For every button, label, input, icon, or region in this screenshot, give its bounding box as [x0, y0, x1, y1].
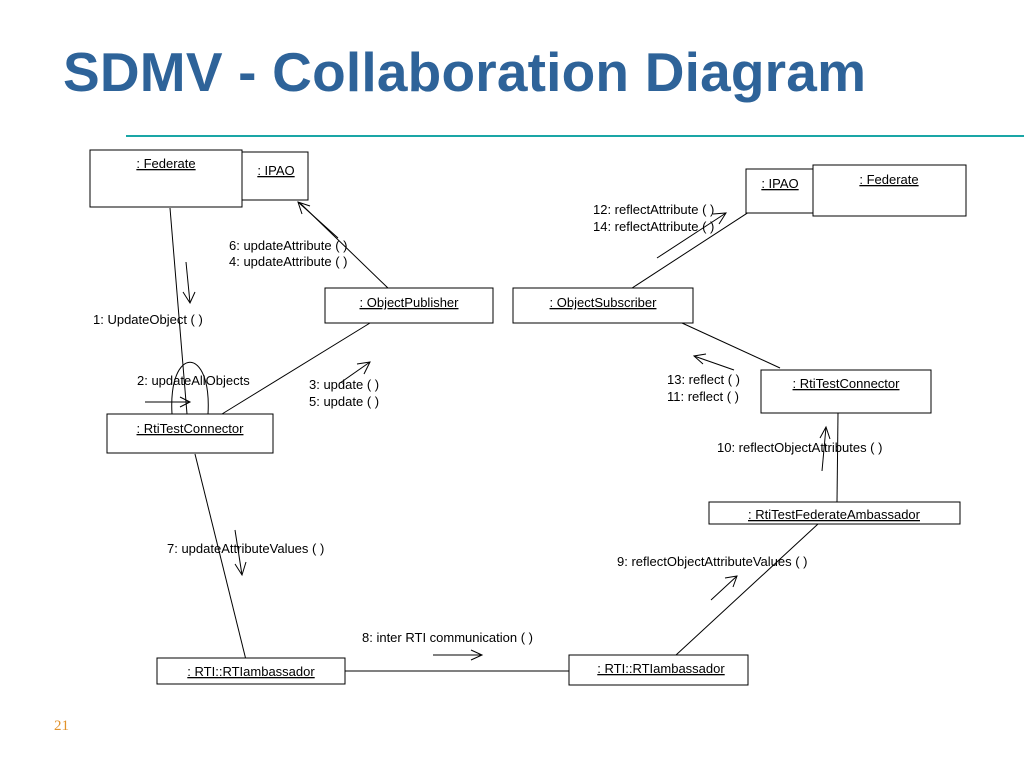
rti-ambassador-left-box	[156, 657, 346, 685]
message-7-label: 7: updateAttributeValues ( )	[167, 541, 324, 556]
object-publisher-box	[324, 287, 494, 324]
object-subscriber-label: : ObjectSubscriber	[550, 295, 658, 310]
link-fedamb-to-connector-right	[836, 412, 839, 503]
arrow-message-12	[656, 212, 727, 259]
message-5-label: 5: update ( )	[309, 394, 379, 409]
arrow-message-2	[145, 396, 192, 408]
link-connector-right-to-subscriber	[681, 322, 781, 369]
link-connector-to-rtiamb-left	[194, 453, 247, 661]
rti-ambassador-right-label: : RTI::RTIambassador	[597, 661, 725, 676]
federate-left-box	[89, 149, 243, 208]
self-link-loop	[171, 361, 209, 415]
ipao-right-label: : IPAO	[761, 176, 798, 191]
message-3-label: 3: update ( )	[309, 377, 379, 392]
object-publisher-label: : ObjectPublisher	[360, 295, 460, 310]
message-9-label: 9: reflectObjectAttributeValues ( )	[617, 554, 808, 569]
object-subscriber-box	[512, 287, 694, 324]
rti-test-federate-ambassador-box	[708, 501, 961, 525]
message-2-label: 2: updateAllObjects	[137, 373, 250, 388]
link-connector-to-publisher	[221, 322, 371, 415]
arrow-message-6	[297, 201, 339, 239]
message-14-label: 14: reflectAttribute ( )	[593, 219, 714, 234]
message-4-label: 4: updateAttribute ( )	[229, 254, 348, 269]
link-federate-to-connector	[169, 207, 188, 415]
rti-test-connector-right-box	[760, 369, 932, 414]
arrow-message-7	[234, 529, 247, 577]
message-12-label: 12: reflectAttribute ( )	[593, 202, 714, 217]
rti-ambassador-left-label: : RTI::RTIambassador	[187, 664, 315, 679]
ipao-left-box	[241, 151, 309, 201]
arrow-message-1	[182, 261, 196, 305]
federate-left-label: : Federate	[136, 156, 195, 171]
slide-number: 21	[54, 718, 69, 734]
arrow-message-13	[692, 353, 735, 371]
message-6-label: 6: updateAttribute ( )	[229, 238, 348, 253]
message-13-label: 13: reflect ( )	[667, 372, 740, 387]
message-10-label: 10: reflectObjectAttributes ( )	[717, 440, 882, 455]
federate-right-box	[812, 164, 967, 217]
rti-test-connector-right-label: : RtiTestConnector	[793, 376, 901, 391]
rti-test-connector-left-box	[106, 413, 274, 454]
federate-right-label: : Federate	[859, 172, 918, 187]
arrow-message-10	[819, 425, 831, 472]
rti-test-federate-ambassador-label: : RtiTestFederateAmbassador	[748, 507, 921, 522]
arrow-message-8	[433, 649, 484, 661]
title-divider	[126, 135, 1024, 137]
message-11-label: 11: reflect ( )	[667, 389, 739, 404]
message-1-label: 1: UpdateObject ( )	[93, 312, 203, 327]
ipao-left-label: : IPAO	[257, 163, 294, 178]
link-rtiamb-right-to-fedamb	[675, 523, 819, 656]
slide-title: SDMV - Collaboration Diagram	[63, 41, 867, 103]
rti-test-connector-left-label: : RtiTestConnector	[137, 421, 245, 436]
arrow-message-9	[710, 575, 738, 601]
message-8-label: 8: inter RTI communication ( )	[362, 630, 533, 645]
rti-ambassador-right-box	[568, 654, 749, 686]
arrow-message-3	[339, 361, 371, 384]
